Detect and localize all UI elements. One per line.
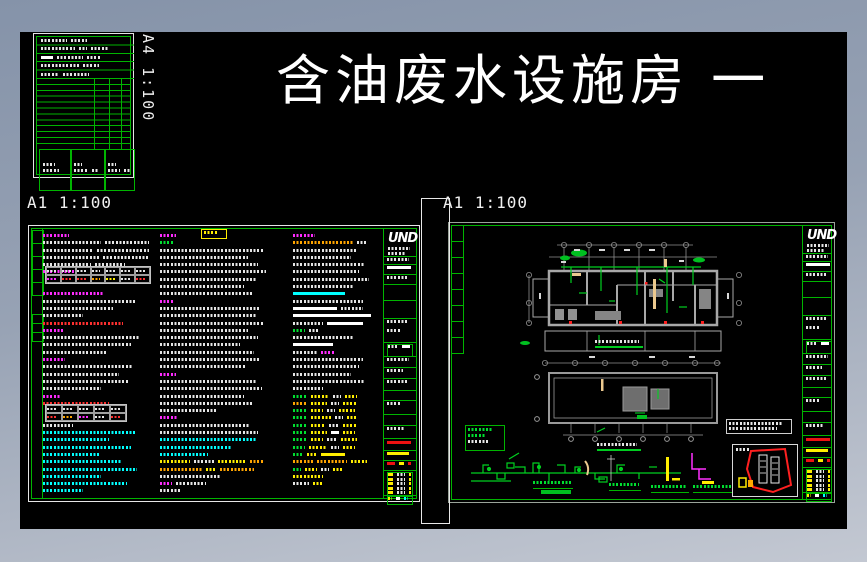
title-block-strip: UND <box>802 225 837 502</box>
notes-column-2 <box>160 234 272 498</box>
key-plan-shape <box>738 447 793 494</box>
notes-title-tag <box>201 229 227 239</box>
pipe-label-1 <box>533 481 573 489</box>
pipe-label-4 <box>693 485 735 493</box>
pipe-label-2 <box>609 483 641 491</box>
a4-footer-box <box>70 149 106 191</box>
revision-cell <box>32 282 44 296</box>
yellow-pipe-mark <box>702 481 714 484</box>
notes-table-b <box>45 404 127 422</box>
cad-model-space: A4 1:100 含油废水设施房 一 A1 1:100 A1 1:100 UN <box>20 32 847 529</box>
a4-table-header <box>37 37 134 81</box>
pipe-label-3 <box>651 485 689 493</box>
roof-plan <box>534 372 718 442</box>
roof-plan-caption <box>597 443 641 451</box>
sheet-notes-a1[interactable]: UND <box>28 225 420 505</box>
a4-table-frame <box>36 36 135 191</box>
a4-table-rows <box>37 79 130 149</box>
selection-marquee[interactable] <box>421 198 450 524</box>
logo-caption <box>388 247 417 257</box>
piping-profile <box>471 452 681 483</box>
wheat-riser <box>584 460 590 476</box>
red-markers <box>569 282 704 324</box>
white-riser <box>607 455 615 481</box>
a1-scale-label-right: A1 1:100 <box>443 193 529 212</box>
revision-cell <box>451 337 464 354</box>
pipe-label-highlight <box>541 490 571 494</box>
a4-col-divider <box>109 79 110 149</box>
roof-plan-marks <box>596 389 659 433</box>
floor-plan-caption <box>595 340 643 348</box>
und-logo: UND <box>388 231 418 246</box>
a4-scale-label: A4 1:100 <box>139 34 157 123</box>
magenta-pipe <box>691 453 711 480</box>
drawing-set-title: 含油废水设施房 一 <box>276 49 771 112</box>
notes-column-1 <box>43 234 155 498</box>
roof-wheat-mark <box>601 379 604 391</box>
und-logo: UND <box>807 228 837 243</box>
title-block-strip: UND <box>383 228 418 505</box>
dimension-text-marks <box>539 249 729 358</box>
key-plan-label <box>736 448 756 453</box>
wheat-elements <box>572 259 667 309</box>
a4-footer-box <box>39 149 72 191</box>
a1-scale-label-left: A1 1:100 <box>27 193 113 212</box>
plans-drawing <box>471 241 742 484</box>
notes-table-a <box>45 266 151 284</box>
sheet-green-frame <box>31 228 417 499</box>
sheet-plans-a1[interactable]: UND <box>448 222 837 503</box>
a4-footer-box <box>104 149 135 191</box>
floor-plan-piping <box>520 249 705 345</box>
a4-col-divider <box>121 79 122 149</box>
sheet-green-frame <box>451 225 832 500</box>
a4-col-divider <box>94 79 95 149</box>
logo-caption <box>807 244 832 254</box>
plan-note-block <box>726 419 792 434</box>
yellow-riser <box>666 457 680 481</box>
floor-plan <box>532 269 734 352</box>
binding-margin-line <box>42 228 43 499</box>
key-plan <box>732 444 798 497</box>
detail-callout-box <box>465 425 505 451</box>
a4-spec-table[interactable] <box>33 33 135 191</box>
notes-column-3 <box>293 234 379 498</box>
